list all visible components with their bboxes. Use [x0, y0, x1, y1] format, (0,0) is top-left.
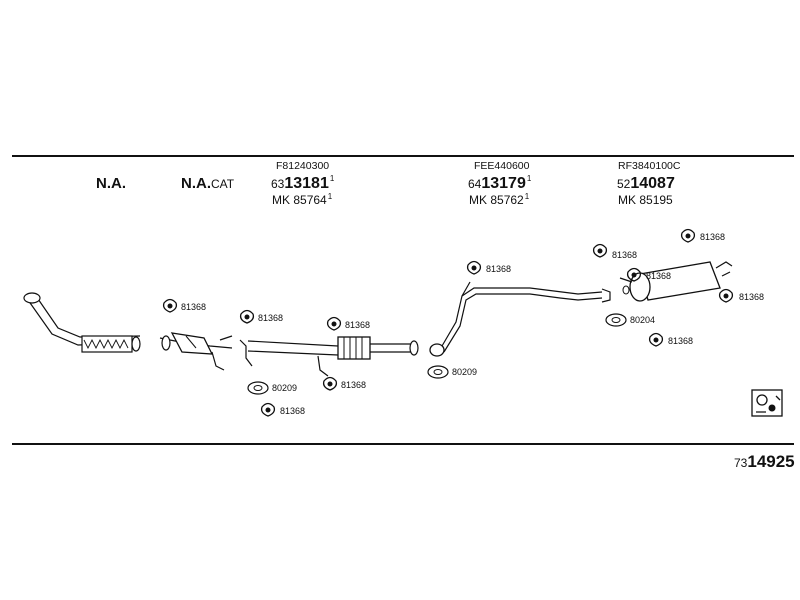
hanger-label: 81368: [668, 336, 694, 346]
middle-silencer-pipe: [239, 336, 419, 377]
column-5-number: 5214087: [617, 176, 675, 192]
column-5-mk-number: 85195: [639, 193, 673, 207]
rear-intermediate-pipe: [429, 281, 611, 357]
gasket-icon: [427, 365, 449, 379]
gasket-icon: [605, 313, 627, 327]
hanger-label: 81368: [280, 406, 306, 416]
column-4-mk-sup: 1: [524, 192, 530, 201]
hanger-icon: [326, 316, 342, 331]
top-divider: [12, 155, 794, 157]
hanger-label: 81368: [739, 292, 765, 302]
gasket-label: 80204: [630, 315, 656, 325]
gasket-icon: [247, 381, 269, 395]
hanger-label: 81368: [486, 264, 512, 274]
column-3-code: F81240300: [276, 160, 330, 172]
column-1-label: N.A.: [96, 175, 126, 192]
column-4-mk: MK 857621: [469, 192, 530, 207]
document-number-main: 14925: [747, 452, 795, 471]
column-4-number-prefix: 64: [468, 177, 482, 191]
column-5-mk: MK 85195: [618, 194, 673, 206]
column-3-number-prefix: 63: [271, 177, 285, 191]
hanger-icon: [466, 260, 482, 275]
hanger-icon: [322, 376, 338, 391]
column-2-label: N.A.CAT: [181, 176, 234, 191]
catalytic-converter: [159, 332, 233, 371]
column-3-mk-number: 85764: [293, 193, 327, 207]
hanger-label: 81368: [258, 313, 284, 323]
column-3-number-main: 13181: [284, 175, 329, 192]
front-downpipe: [23, 292, 141, 353]
column-3-mk: MK 857641: [272, 192, 333, 207]
hanger-icon: [239, 309, 255, 324]
hanger-icon: [592, 243, 608, 258]
gasket-label: 80209: [272, 383, 298, 393]
rear-silencer: [619, 261, 733, 302]
gasket-label: 80209: [452, 367, 478, 377]
hanger-icon: [162, 298, 178, 313]
document-number-prefix: 73: [734, 456, 748, 470]
hanger-label: 81368: [700, 232, 726, 242]
bottom-divider: [12, 443, 794, 445]
column-5-number-main: 14087: [630, 175, 675, 192]
column-5-code: RF3840100C: [618, 160, 681, 172]
column-3-number-sup: 1: [329, 174, 335, 183]
column-4-mk-number: 85762: [490, 193, 524, 207]
column-2-label-main: N.A.: [181, 175, 211, 192]
hanger-icon: [648, 332, 664, 347]
column-4-number-main: 13179: [481, 175, 526, 192]
hanger-label: 81368: [341, 380, 367, 390]
hanger-icon: [680, 228, 696, 243]
hanger-label: 81368: [646, 271, 672, 281]
parts-box-icon: [751, 389, 783, 417]
column-2-label-sub: CAT: [211, 177, 235, 191]
hanger-icon: [626, 267, 642, 282]
document-number: 7314925: [734, 453, 795, 471]
column-5-number-prefix: 52: [617, 177, 631, 191]
hanger-label: 81368: [345, 320, 371, 330]
hanger-icon: [260, 402, 276, 417]
column-3-mk-sup: 1: [327, 192, 333, 201]
column-4-number: 64131791: [468, 174, 532, 192]
column-5-mk-prefix: MK: [618, 193, 636, 207]
column-3-mk-prefix: MK: [272, 193, 290, 207]
column-4-code: FEE440600: [474, 160, 530, 172]
column-4-mk-prefix: MK: [469, 193, 487, 207]
column-3-number: 63131811: [271, 174, 335, 192]
column-4-number-sup: 1: [526, 174, 532, 183]
hanger-icon: [718, 288, 734, 303]
hanger-label: 81368: [612, 250, 638, 260]
hanger-label: 81368: [181, 302, 207, 312]
